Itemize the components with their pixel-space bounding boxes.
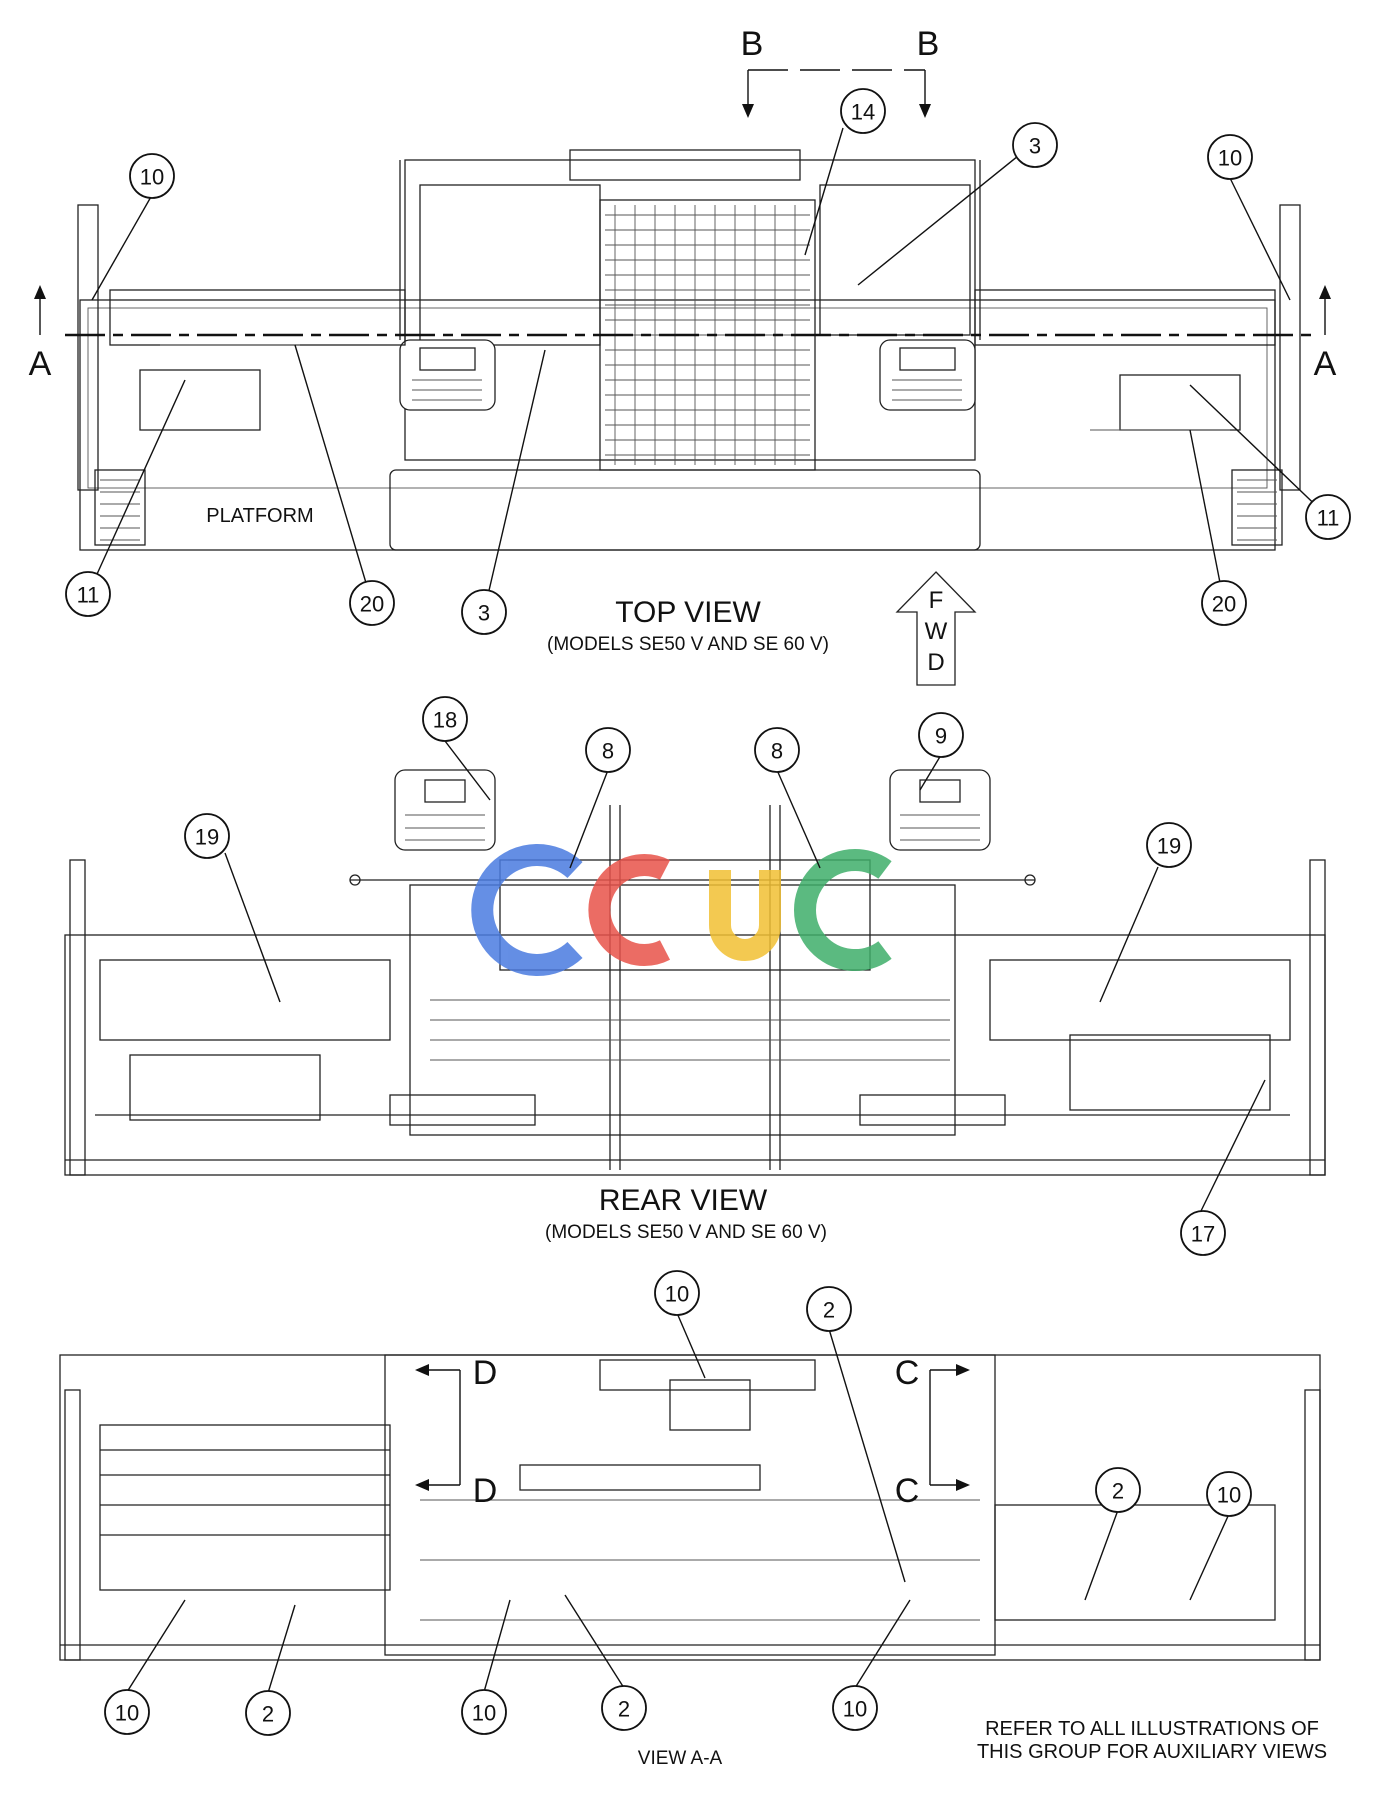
section-d-lower-label: D	[473, 1472, 498, 1510]
callout-rear-8-left: 8	[585, 727, 631, 773]
rear-view-subtitle: (MODELS SE50 V AND SE 60 V)	[545, 1222, 827, 1243]
callout-rear-17: 17	[1180, 1210, 1226, 1256]
section-b-right-label: B	[917, 25, 940, 63]
forward-arrow: F W D	[895, 571, 977, 686]
rear-left-console	[394, 769, 496, 851]
svg-text:8: 8	[771, 739, 783, 764]
callout-top-10-left: 10	[129, 153, 175, 199]
platform-label: PLATFORM	[206, 505, 313, 527]
section-a-right-label: A	[1314, 345, 1337, 383]
svg-text:17: 17	[1191, 1222, 1215, 1247]
section-line-b-b	[742, 69, 931, 118]
callout-rear-18: 18	[422, 696, 468, 742]
top-view-title: TOP VIEW	[615, 596, 761, 629]
callout-section-2-right: 2	[1095, 1467, 1141, 1513]
svg-text:10: 10	[843, 1697, 867, 1722]
callout-top-11-right: 11	[1305, 494, 1351, 540]
callout-section-10-bottom-center: 10	[461, 1689, 507, 1735]
svg-text:8: 8	[602, 739, 614, 764]
section-c-lower-label: C	[895, 1472, 920, 1510]
callout-section-10-right: 10	[1206, 1471, 1252, 1517]
svg-text:10: 10	[1217, 1483, 1241, 1508]
svg-text:10: 10	[665, 1282, 689, 1307]
note-line-1: REFER TO ALL ILLUSTRATIONS OF	[985, 1718, 1319, 1740]
svg-text:14: 14	[851, 100, 875, 125]
right-control-console	[879, 339, 976, 411]
top-view-drawing: A A B B PLATFORM F W D TOP VIEW (MODELS …	[29, 25, 1351, 686]
fwd-letter-w: W	[925, 618, 948, 645]
svg-text:2: 2	[823, 1298, 835, 1323]
callout-top-3-lower: 3	[461, 589, 507, 635]
svg-text:2: 2	[618, 1697, 630, 1722]
callout-top-20-left: 20	[349, 580, 395, 626]
section-a-left-label: A	[29, 345, 52, 383]
section-view-title: VIEW A-A	[638, 1748, 723, 1769]
svg-text:10: 10	[1218, 146, 1242, 171]
svg-text:10: 10	[115, 1701, 139, 1726]
section-view-drawing: D D C C VIEW A-A 10 2 2 10 10 2 10 2 10	[59, 1270, 1321, 1769]
svg-text:19: 19	[1157, 834, 1181, 859]
svg-text:3: 3	[478, 601, 490, 626]
svg-text:19: 19	[195, 825, 219, 850]
section-d-upper-label: D	[473, 1354, 498, 1392]
svg-text:3: 3	[1029, 134, 1041, 159]
note-line-2: THIS GROUP FOR AUXILIARY VIEWS	[977, 1741, 1327, 1763]
callout-top-10-right: 10	[1207, 134, 1253, 180]
svg-text:18: 18	[433, 708, 457, 733]
svg-text:20: 20	[1212, 592, 1236, 617]
section-marker-c	[929, 1364, 970, 1491]
top-view-subtitle: (MODELS SE50 V AND SE 60 V)	[547, 634, 829, 655]
callout-rear-9: 9	[918, 712, 964, 758]
callout-section-10-bottom-left: 10	[104, 1689, 150, 1735]
watermark-logo	[471, 844, 892, 976]
platform-tread-right	[1231, 469, 1283, 546]
callout-top-14: 14	[840, 88, 886, 134]
svg-text:11: 11	[1317, 506, 1340, 531]
svg-text:10: 10	[140, 165, 164, 190]
section-c-upper-label: C	[895, 1354, 920, 1392]
callout-rear-19-right: 19	[1146, 822, 1192, 868]
section-line-a-a	[34, 285, 1331, 337]
callout-rear-8-right: 8	[754, 727, 800, 773]
fwd-letter-d: D	[927, 649, 944, 676]
callout-section-2-top: 2	[806, 1286, 852, 1332]
platform-tread-left	[94, 469, 146, 546]
section-marker-d	[415, 1364, 461, 1491]
svg-text:2: 2	[262, 1702, 274, 1727]
callout-top-20-right: 20	[1201, 580, 1247, 626]
callout-section-2-bottom-left: 2	[245, 1690, 291, 1736]
svg-text:9: 9	[935, 724, 947, 749]
callout-top-11-left: 11	[65, 571, 111, 617]
callout-section-10-bottom-right: 10	[832, 1685, 878, 1731]
rear-view-drawing: REAR VIEW (MODELS SE50 V AND SE 60 V) 18…	[64, 696, 1326, 1256]
rear-view-title: REAR VIEW	[599, 1184, 768, 1217]
rear-right-console	[889, 769, 991, 851]
left-control-console	[399, 339, 496, 411]
svg-text:20: 20	[360, 592, 384, 617]
svg-text:2: 2	[1112, 1479, 1124, 1504]
svg-text:10: 10	[472, 1701, 496, 1726]
svg-text:11: 11	[77, 583, 100, 608]
section-b-left-label: B	[741, 25, 764, 63]
callout-rear-19-left: 19	[184, 813, 230, 859]
fwd-letter-f: F	[929, 587, 944, 614]
callout-section-2-bottom-center: 2	[601, 1685, 647, 1731]
callout-top-3-upper: 3	[1012, 122, 1058, 168]
callout-section-10-top: 10	[654, 1270, 700, 1316]
